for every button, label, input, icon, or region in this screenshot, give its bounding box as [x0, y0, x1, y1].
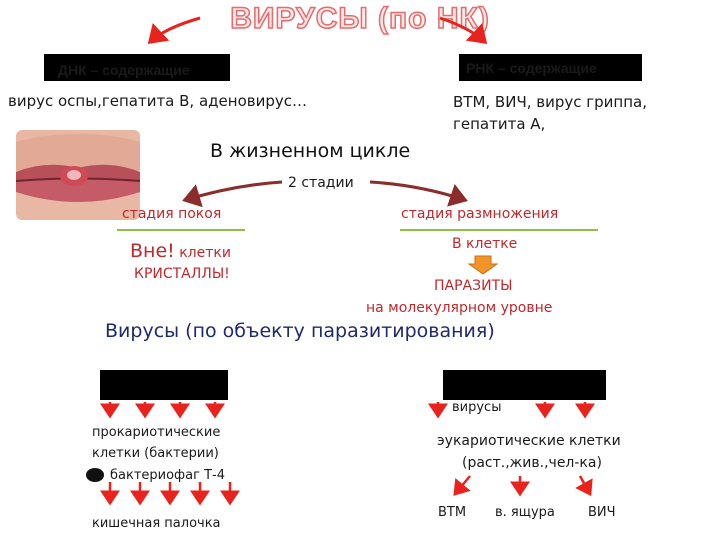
phage-dot-icon [86, 468, 104, 482]
lips-illustration [16, 130, 140, 220]
arrow-to-dna [147, 16, 201, 45]
bacteriophage-label: бактериофаг Т-4 [110, 468, 226, 483]
eukaryote-box [443, 370, 606, 400]
eukaryote-arrows [428, 402, 595, 497]
rna-examples-line1: ВТМ, ВИЧ, вирус гриппа, [453, 93, 647, 111]
molecular-level: на молекулярном уровне [366, 300, 553, 316]
arrow-to-rna [439, 16, 488, 45]
prokaryote-line2: клетки (бактерии) [92, 446, 219, 461]
reproduction-stage-label: стадия размножения [401, 206, 559, 222]
outside-small: клетки [174, 245, 231, 261]
ecoli-label: кишечная палочка [92, 516, 221, 531]
example-hiv: ВИЧ [588, 505, 616, 520]
dna-box-label: ДНК – содержащие [58, 62, 190, 78]
eukaryote-line1: эукариотические клетки [437, 433, 621, 449]
prokaryote-line1: прокариотические [92, 425, 221, 440]
inside-cell: В клетке [452, 236, 518, 252]
outside-big: Вне! [130, 240, 175, 262]
arrow-to-rest-stage [182, 180, 283, 208]
dna-examples: вирус оспы,гепатита В, аденовирус… [8, 92, 307, 110]
rna-box [459, 54, 642, 81]
orange-down-arrow [467, 255, 499, 275]
crystals-label: КРИСТАЛЛЫ! [134, 266, 230, 282]
prokaryote-box [100, 370, 228, 400]
parasites-label: ПАРАЗИТЫ [434, 278, 513, 294]
rest-stage-underline [117, 229, 245, 231]
dna-box [44, 54, 230, 81]
rest-stage-label: стадия покоя [122, 206, 222, 222]
prokaryote-arrows [100, 402, 240, 506]
arrow-to-reproduction-stage [369, 180, 468, 207]
eukaryote-line2: (раст.,жив.,чел-ка) [462, 455, 602, 471]
reproduction-stage-underline [400, 229, 598, 231]
rna-examples-line2: гепатита А, [453, 115, 546, 133]
example-fmd: в. ящура [495, 505, 555, 520]
rna-box-label: РНК – содержащие [466, 60, 597, 76]
life-cycle-heading: В жизненном цикле [210, 140, 411, 162]
lips-photo [16, 130, 140, 220]
parasitism-heading: Вирусы (по объекту паразитирования) [105, 320, 495, 342]
example-tmv: ВТМ [438, 505, 467, 520]
outside-cell: Вне! клетки [130, 240, 231, 262]
page-title: ВИРУСЫ (по НК) [229, 1, 490, 36]
stages-count: 2 стадии [288, 175, 354, 191]
viruses-word: вирусы [452, 400, 502, 415]
